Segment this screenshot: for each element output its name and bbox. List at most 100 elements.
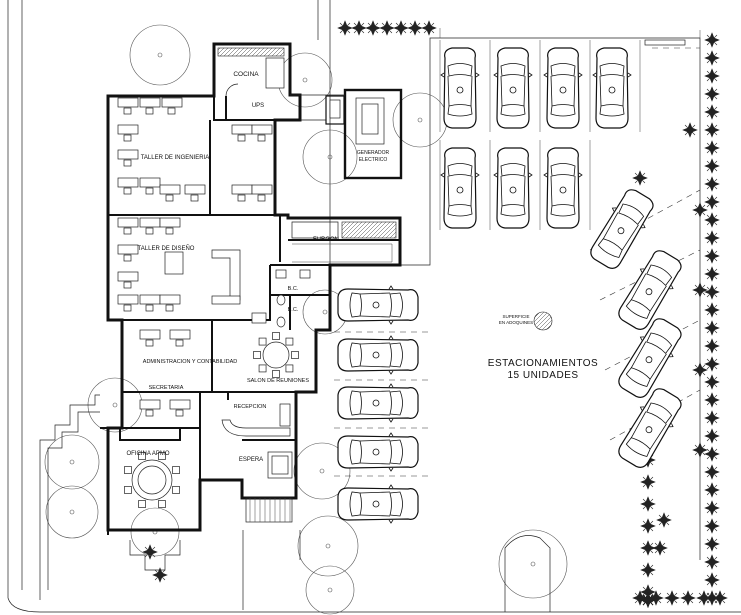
- workstations: [117, 97, 273, 417]
- palm-shrub-icon: [704, 104, 720, 120]
- workstation-desk: [139, 217, 161, 235]
- tree-canopy-icon: [293, 442, 351, 500]
- workstation-desk: [117, 217, 139, 235]
- label-generador-line2: ELECTRICO: [359, 157, 388, 163]
- workstation-desk: [117, 149, 139, 167]
- tree-trunk-icon: [327, 154, 333, 160]
- palm-shrub-icon: [704, 428, 720, 444]
- tree-canopy-icon: [45, 485, 99, 539]
- palm-shrub-icon: [704, 302, 720, 318]
- workstation-desk: [139, 329, 161, 347]
- workstation-desk: [117, 294, 139, 312]
- palm-shrub-icon: [664, 590, 680, 606]
- palm-shrub-icon: [704, 554, 720, 570]
- label-ups: UPS: [252, 103, 264, 109]
- tree-trunk-icon: [530, 561, 536, 567]
- palm-shrub-icon: [704, 482, 720, 498]
- parked-cars: [337, 47, 688, 524]
- entrance-stairs: [245, 497, 293, 523]
- tree-trunk-icon: [319, 468, 325, 474]
- palm-shrub-icon: [692, 362, 708, 378]
- palm-shrub-icon: [704, 32, 720, 48]
- car-top-view-icon: [592, 47, 632, 129]
- palm-shrub-icon: [692, 442, 708, 458]
- car-top-view-icon: [337, 335, 419, 375]
- workstation-desk: [251, 184, 273, 202]
- workstation-desk: [184, 184, 206, 202]
- meeting-chair: [291, 351, 299, 359]
- label-oficina: OFICINA APMO: [126, 451, 169, 457]
- palm-shrub-icon: [712, 590, 728, 606]
- tree-canopy-icon: [87, 377, 143, 433]
- label-secretaria: SECRETARIA: [149, 385, 184, 391]
- palm-shrub-icon: [337, 20, 353, 36]
- paving-note-line1: SUPERFICIE: [502, 314, 529, 319]
- palm-shrub-icon: [704, 158, 720, 174]
- room-labels: COCINA UPS TALLER DE INGENIERIA GENERADO…: [126, 71, 389, 463]
- palm-shrub-icon: [632, 170, 648, 186]
- palm-shrub-icon: [682, 122, 698, 138]
- workstation-desk: [139, 294, 161, 312]
- tree-trunk-icon: [302, 77, 308, 83]
- palm-shrub-icon: [696, 590, 712, 606]
- tree-trunk-icon: [417, 117, 423, 123]
- garden-beds: [39, 394, 551, 612]
- palm-shrub-icon: [393, 20, 409, 36]
- office-chair: [158, 500, 166, 508]
- paver-symbol: [533, 311, 553, 331]
- tree-trunk-icon: [69, 509, 75, 515]
- palm-shrub-icon: [421, 20, 437, 36]
- palm-shrub-icon: [704, 140, 720, 156]
- palm-shrub-icon: [351, 20, 367, 36]
- car-top-view-icon: [337, 383, 419, 423]
- car-top-view-icon: [543, 147, 583, 229]
- label-bc-1: B.C.: [288, 286, 299, 292]
- palm-shrub-icon: [632, 590, 648, 606]
- palm-shrub-icon: [704, 320, 720, 336]
- workstation-desk: [169, 399, 191, 417]
- site-boundary: [7, 0, 741, 613]
- label-administracion: ADMINISTRACION Y CONTABILIDAD: [143, 359, 237, 365]
- palm-shrub-icon: [640, 496, 656, 512]
- tree-canopy-icon: [302, 129, 358, 185]
- building-walls: [106, 42, 403, 532]
- meeting-chair: [285, 337, 294, 346]
- car-top-view-icon: [440, 47, 480, 129]
- workstation-desk: [169, 329, 191, 347]
- palm-shrub-icon: [640, 518, 656, 534]
- car-top-view-icon: [612, 313, 688, 403]
- palm-shrub-icon: [704, 86, 720, 102]
- workstation-desk: [159, 217, 181, 235]
- office-round-table: [100, 427, 181, 535]
- workstation-desk: [159, 184, 181, 202]
- palm-shrub-icon: [648, 590, 664, 606]
- workstation-desk: [117, 244, 139, 262]
- car-top-view-icon: [493, 47, 533, 129]
- tree-canopies: [44, 24, 568, 615]
- meeting-chair: [285, 364, 294, 373]
- workstation-desk: [117, 271, 139, 289]
- office-chair: [138, 500, 146, 508]
- label-bc-2: B.C.: [288, 307, 299, 313]
- meeting-chair: [258, 364, 267, 373]
- label-taller-diseno: TALLER DE DISEÑO: [138, 245, 195, 252]
- office-chair: [124, 486, 132, 494]
- workstation-desk: [231, 184, 253, 202]
- car-top-view-icon: [493, 147, 533, 229]
- palm-shrub-icon: [365, 20, 381, 36]
- parking-labels: ESTACIONAMIENTOS 15 UNIDADES SUPERFICIE …: [488, 314, 598, 381]
- car-top-view-icon: [584, 184, 660, 274]
- tree-canopy-icon: [130, 507, 180, 557]
- label-cocina: COCINA: [233, 71, 259, 78]
- parking-subtitle: 15 UNIDADES: [507, 370, 578, 381]
- office-chair: [172, 466, 180, 474]
- workstation-desk: [139, 177, 161, 195]
- layout-table: [164, 251, 184, 275]
- palm-shrub-icon: [704, 194, 720, 210]
- car-top-view-icon: [440, 147, 480, 229]
- palm-shrub-icon: [704, 446, 720, 462]
- palm-shrub-icon: [640, 562, 656, 578]
- tree-trunk-icon: [325, 543, 331, 549]
- paving-note-line2: EN ADOQUINES: [499, 320, 533, 325]
- counter-top: [211, 295, 241, 305]
